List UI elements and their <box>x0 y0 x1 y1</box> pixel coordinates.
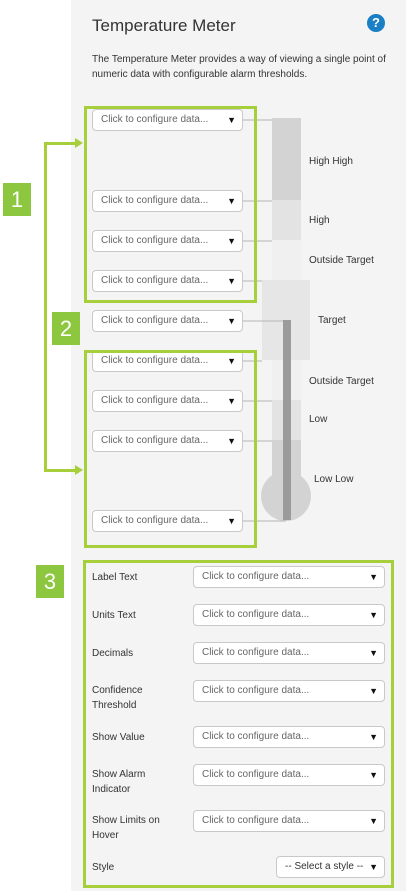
page-title: Temperature Meter <box>92 16 236 35</box>
dropdown-arrow-icon: ▼ <box>227 115 236 125</box>
threshold-select-outside-target-low[interactable]: Click to configure data... ▼ <box>92 350 243 372</box>
dropdown-arrow-icon: ▼ <box>227 356 236 366</box>
dropdown-arrow-icon: ▼ <box>227 436 236 446</box>
zone-label-high: High <box>309 215 330 226</box>
zone-label-outside-target-top: Outside Target <box>309 255 374 266</box>
callout-frame-upper <box>84 106 257 303</box>
select-value: Click to configure data... <box>202 609 310 620</box>
select-value: Click to configure data... <box>101 395 209 406</box>
select-value: Click to configure data... <box>101 435 209 446</box>
mercury-column <box>283 320 291 520</box>
zone-label-low: Low <box>309 414 328 425</box>
connector-lines <box>243 119 286 522</box>
prop-label-confidence-threshold: Confidence Threshold <box>92 685 143 711</box>
zone-band-high <box>272 200 301 240</box>
dropdown-arrow-icon: ▼ <box>369 686 378 696</box>
threshold-select-high-high[interactable]: Click to configure data... ▼ <box>92 190 243 212</box>
label-text-select[interactable]: Click to configure data... ▼ <box>193 566 385 588</box>
threshold-select-high-high-upper[interactable]: Click to configure data... ▼ <box>92 109 243 131</box>
dropdown-arrow-icon: ▼ <box>227 516 236 526</box>
threshold-select-low-low-lower[interactable]: Click to configure data... ▼ <box>92 510 243 532</box>
confidence-threshold-select[interactable]: Click to configure data... ▼ <box>193 680 385 702</box>
callout-badge-1: 1 <box>3 183 31 216</box>
callout-bracket-top <box>44 142 76 145</box>
show-value-select[interactable]: Click to configure data... ▼ <box>193 726 385 748</box>
dropdown-arrow-icon: ▼ <box>369 770 378 780</box>
prop-label-decimals: Decimals <box>92 648 134 659</box>
prop-label-style: Style <box>92 862 115 873</box>
prop-label-units-text: Units Text <box>92 610 136 621</box>
callout-frame-properties <box>83 560 394 888</box>
show-limits-on-hover-select[interactable]: Click to configure data... ▼ <box>193 810 385 832</box>
units-text-select[interactable]: Click to configure data... ▼ <box>193 604 385 626</box>
zone-label-high-high: High High <box>309 156 353 167</box>
select-value: Click to configure data... <box>202 685 310 696</box>
help-icon[interactable]: ? <box>367 14 385 32</box>
threshold-select-high[interactable]: Click to configure data... ▼ <box>92 230 243 252</box>
threshold-select-low-low[interactable]: Click to configure data... ▼ <box>92 430 243 452</box>
select-value: Click to configure data... <box>101 275 209 286</box>
select-value: Click to configure data... <box>202 731 310 742</box>
dropdown-arrow-icon: ▼ <box>369 610 378 620</box>
select-value: Click to configure data... <box>202 769 310 780</box>
select-value: Click to configure data... <box>202 647 310 658</box>
threshold-select-outside-target-high[interactable]: Click to configure data... ▼ <box>92 270 243 292</box>
dropdown-arrow-icon: ▼ <box>369 648 378 658</box>
prop-label-show-alarm-indicator: Show Alarm Indicator <box>92 769 146 795</box>
dropdown-arrow-icon: ▼ <box>369 862 378 872</box>
callout-arrow-icon <box>75 138 83 148</box>
threshold-select-target[interactable]: Click to configure data... ▼ <box>92 310 243 332</box>
prop-label-show-limits-on-hover: Show Limits on Hover <box>92 815 160 841</box>
callout-badge-2: 2 <box>52 312 80 345</box>
dropdown-arrow-icon: ▼ <box>227 236 236 246</box>
description: The Temperature Meter provides a way of … <box>92 54 386 80</box>
decimals-select[interactable]: Click to configure data... ▼ <box>193 642 385 664</box>
style-select[interactable]: -- Select a style -- ▼ <box>276 856 385 878</box>
dropdown-arrow-icon: ▼ <box>227 396 236 406</box>
select-value: Click to configure data... <box>101 195 209 206</box>
show-alarm-indicator-select[interactable]: Click to configure data... ▼ <box>193 764 385 786</box>
callout-arrow-icon <box>75 465 83 475</box>
callout-badge-3: 3 <box>36 565 64 598</box>
callout-frame-lower <box>84 350 257 548</box>
dropdown-arrow-icon: ▼ <box>227 196 236 206</box>
select-value: Click to configure data... <box>202 571 310 582</box>
dropdown-arrow-icon: ▼ <box>227 276 236 286</box>
dropdown-arrow-icon: ▼ <box>369 572 378 582</box>
dropdown-arrow-icon: ▼ <box>369 816 378 826</box>
select-value: Click to configure data... <box>101 355 209 366</box>
callout-bracket-bottom <box>44 469 76 472</box>
dropdown-arrow-icon: ▼ <box>369 732 378 742</box>
prop-label-show-value: Show Value <box>92 732 145 743</box>
zone-band-high-high <box>272 118 301 200</box>
zone-label-target: Target <box>318 315 346 326</box>
select-value: Click to configure data... <box>101 235 209 246</box>
prop-label-label-text: Label Text <box>92 572 138 583</box>
select-value: Click to configure data... <box>202 815 310 826</box>
select-value: Click to configure data... <box>101 315 209 326</box>
callout-bracket-line <box>44 142 47 472</box>
select-value: Click to configure data... <box>101 114 209 125</box>
select-value: Click to configure data... <box>101 515 209 526</box>
zone-label-outside-target-bottom: Outside Target <box>309 376 374 387</box>
zone-label-low-low: Low Low <box>314 474 354 485</box>
zone-band-outside-target-top <box>272 240 301 280</box>
threshold-select-low[interactable]: Click to configure data... ▼ <box>92 390 243 412</box>
select-value: -- Select a style -- <box>285 861 364 872</box>
dropdown-arrow-icon: ▼ <box>227 316 236 326</box>
